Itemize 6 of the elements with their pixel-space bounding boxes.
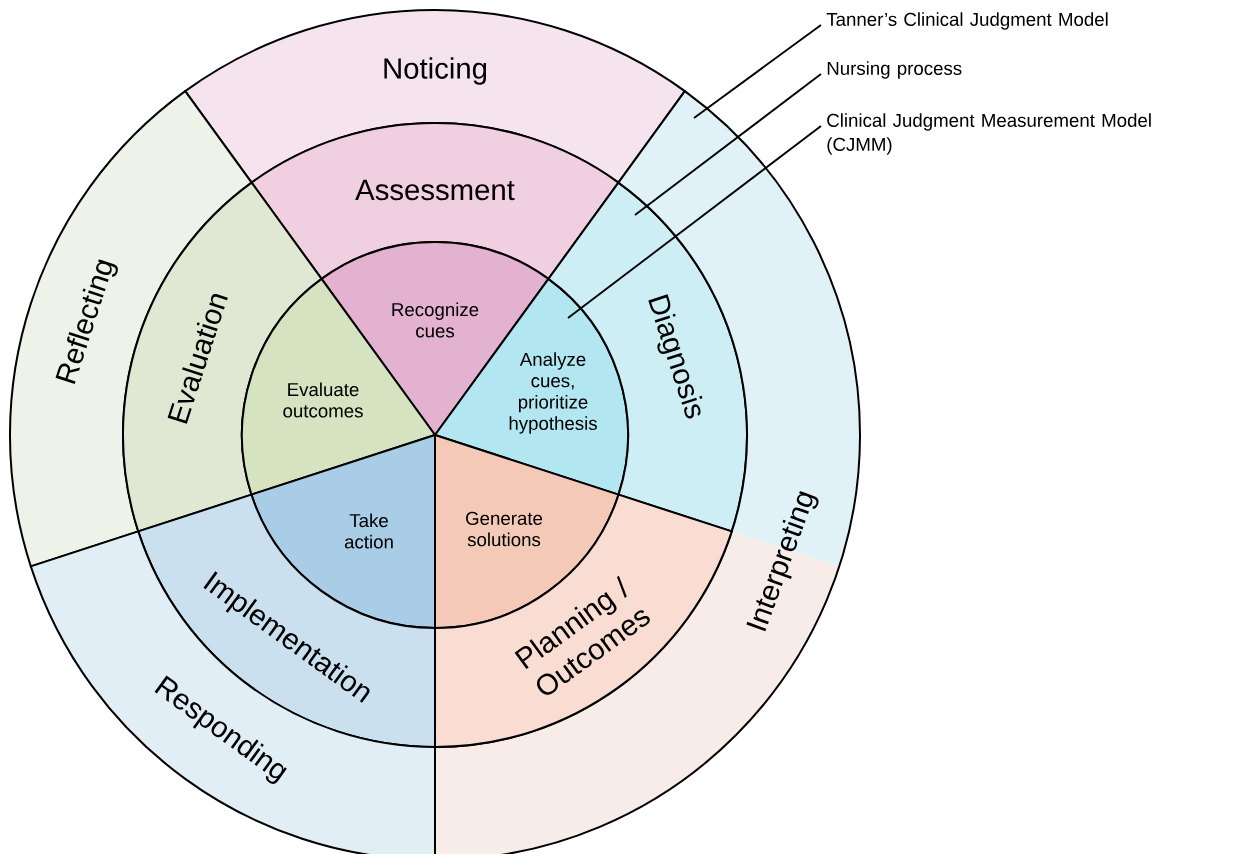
label-text: Tanner’s Clinical Judgment Model (826, 12, 1108, 30)
leader-line (693, 24, 822, 119)
leader-line (567, 125, 822, 319)
leader-line (634, 73, 822, 216)
ring-segment: Assessment (250, 122, 620, 280)
label-text: Nursing process (827, 61, 962, 79)
